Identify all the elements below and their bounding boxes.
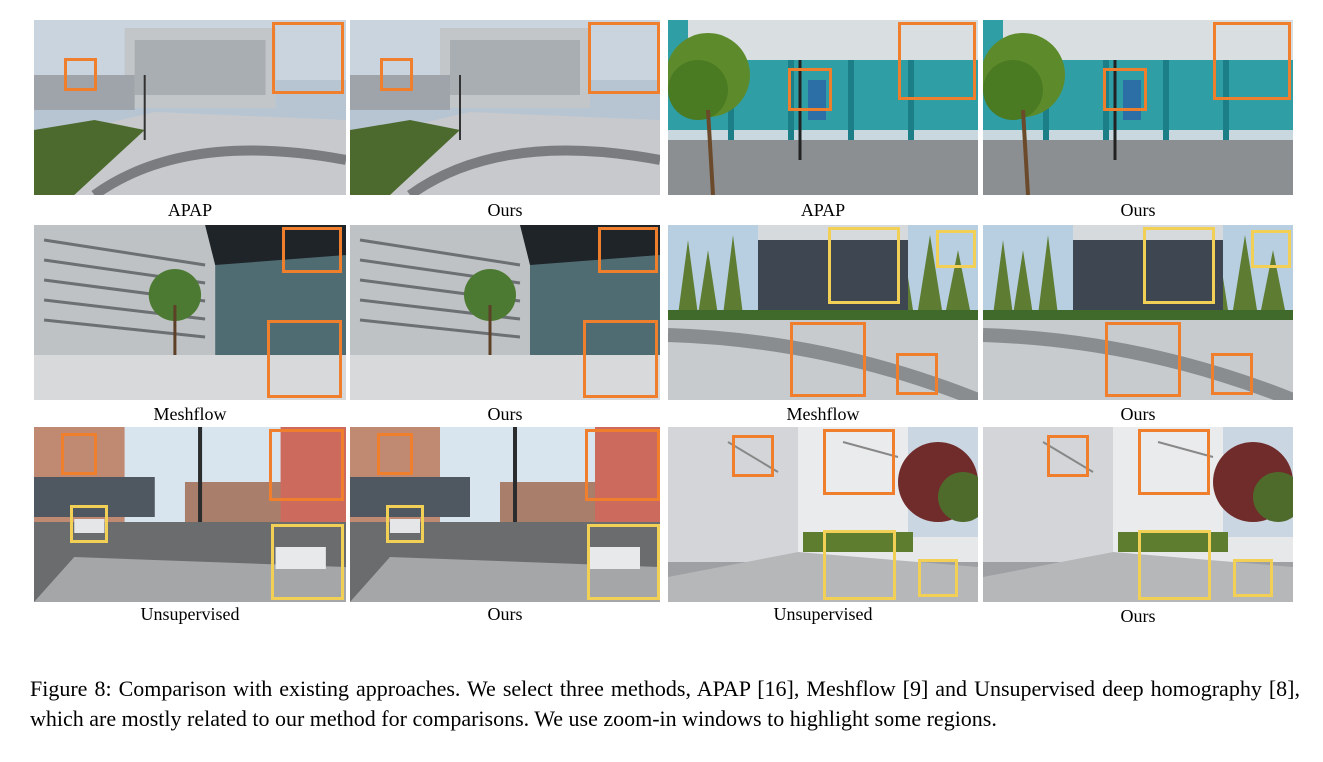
image-panel-unsupervised-street (34, 427, 346, 602)
zoom-in-window (1233, 559, 1273, 597)
image-panel-apap-campus (34, 20, 346, 195)
image-panel-ours-trees (983, 225, 1293, 400)
zoom-in-window (823, 530, 896, 600)
figure-caption: Figure 8: Comparison with existing appro… (30, 676, 1300, 731)
zoom-in-window (788, 68, 832, 111)
zoom-in-window (790, 322, 866, 397)
zoom-in-window (896, 353, 938, 395)
zoom-in-window (898, 22, 976, 100)
zoom-in-window (1211, 353, 1253, 395)
panel-caption: Ours (487, 200, 523, 220)
zoom-in-window (269, 429, 344, 501)
zoom-in-window (1138, 429, 1210, 495)
zoom-in-window (1047, 435, 1089, 477)
zoom-in-window (936, 230, 976, 268)
zoom-in-window (1251, 230, 1291, 268)
image-panel-ours-white (983, 427, 1293, 602)
zoom-in-window (380, 58, 413, 91)
zoom-in-window (585, 429, 660, 501)
panel-caption: Ours (1120, 606, 1156, 626)
zoom-in-window (588, 22, 660, 94)
zoom-in-window (1105, 322, 1181, 397)
panel-caption: Unsupervised (140, 604, 240, 624)
zoom-in-window (267, 320, 342, 398)
image-panel-meshflow-glass (34, 225, 346, 400)
zoom-in-window (918, 559, 958, 597)
zoom-in-window (828, 227, 900, 304)
image-panel-ours-street (350, 427, 660, 602)
zoom-in-window (823, 429, 895, 495)
image-panel-ours-campus (350, 20, 660, 195)
zoom-in-window (583, 320, 658, 398)
panel-caption: Meshflow (153, 404, 227, 424)
panel-caption: APAP (167, 200, 213, 220)
zoom-in-window (1143, 227, 1215, 304)
image-panel-meshflow-trees (668, 225, 978, 400)
zoom-in-window (1213, 22, 1291, 100)
panel-caption: Ours (487, 404, 523, 424)
zoom-in-window (377, 433, 413, 475)
panel-caption: Unsupervised (773, 604, 873, 624)
zoom-in-window (272, 22, 344, 94)
zoom-in-window (1103, 68, 1147, 111)
zoom-in-window (598, 227, 658, 273)
zoom-in-window (732, 435, 774, 477)
zoom-in-window (271, 524, 344, 600)
zoom-in-window (1138, 530, 1211, 600)
image-panel-apap-teal (668, 20, 978, 195)
zoom-in-window (386, 505, 424, 543)
panel-caption: Meshflow (786, 404, 860, 424)
zoom-in-window (61, 433, 97, 475)
panel-caption: Ours (1120, 404, 1156, 424)
zoom-in-window (587, 524, 660, 600)
zoom-in-window (70, 505, 108, 543)
panel-caption: APAP (800, 200, 846, 220)
image-panel-ours-teal (983, 20, 1293, 195)
zoom-in-window (64, 58, 97, 91)
zoom-in-window (282, 227, 342, 273)
panel-caption: Ours (487, 604, 523, 624)
image-panel-ours-glass (350, 225, 660, 400)
image-panel-unsupervised-white (668, 427, 978, 602)
panel-caption: Ours (1120, 200, 1156, 220)
